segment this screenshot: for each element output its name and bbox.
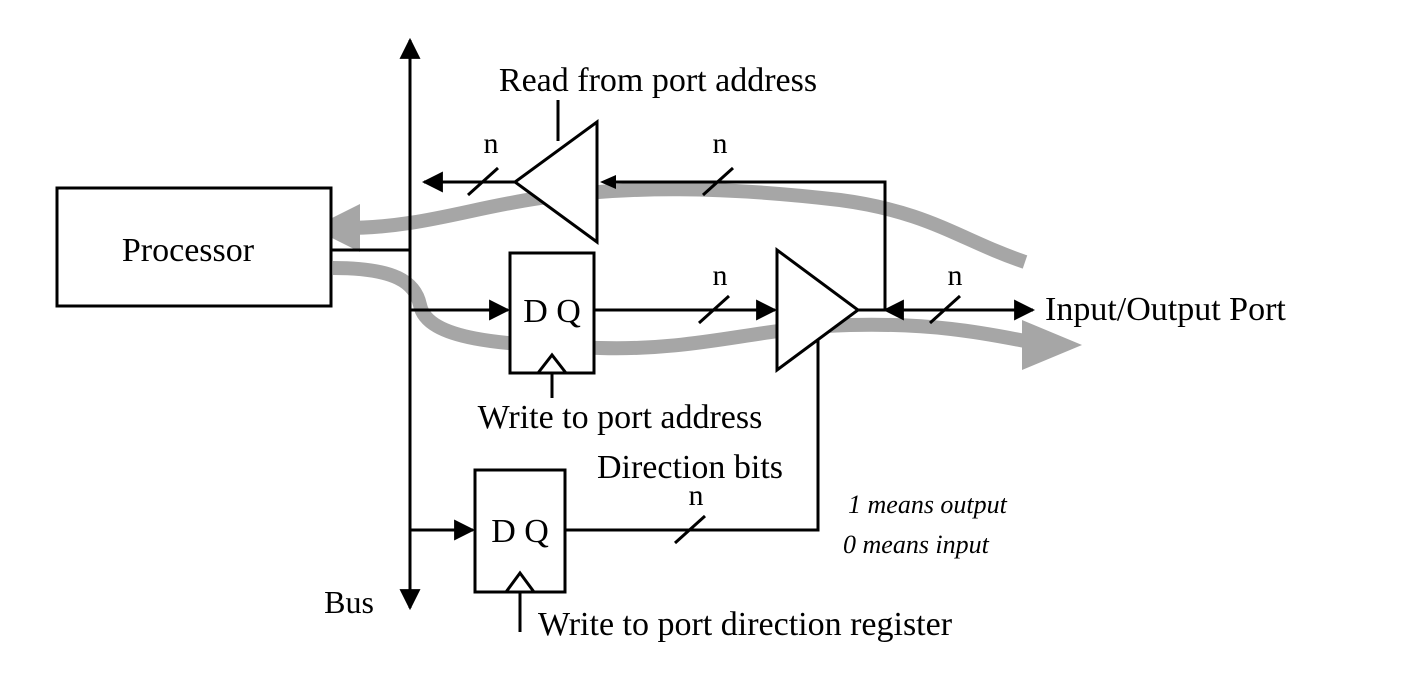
note-input: 0 means input	[843, 530, 990, 559]
processor-label: Processor	[122, 232, 255, 269]
direction-latch-clock-marker	[504, 570, 536, 593]
read-port-label: Read from port address	[499, 62, 817, 99]
write-width-label: n	[713, 259, 728, 292]
feedback-arrowhead	[600, 175, 616, 189]
read-buffer	[512, 119, 599, 245]
direction-latch-dq-label: D Q	[491, 513, 549, 550]
write-direction-label: Write to port direction register	[538, 606, 953, 643]
direction-bits-label: Direction bits	[597, 449, 783, 486]
feedback-width-label: n	[713, 127, 728, 160]
write-flow-arrow	[332, 261, 1082, 370]
direction-control-wire	[565, 340, 820, 532]
feedback-width-slash	[701, 166, 735, 197]
port-width-slash	[928, 294, 962, 325]
read-width-label: n	[484, 127, 499, 160]
port-feedback-wire	[612, 180, 887, 310]
processor-box	[55, 186, 333, 308]
bus-label: Bus	[324, 584, 374, 620]
data-latch-dq-label: D Q	[523, 293, 581, 330]
direction-width-slash	[673, 514, 707, 545]
port-width-label: n	[948, 259, 963, 292]
data-latch-clock-marker	[536, 352, 568, 374]
note-output: 1 means output	[848, 490, 1008, 519]
read-flow-arrow	[312, 182, 1028, 269]
write-port-label: Write to port address	[478, 399, 763, 436]
direction-width-label: n	[689, 479, 704, 512]
read-width-slash	[466, 166, 500, 197]
io-port-label: Input/Output Port	[1045, 291, 1286, 328]
write-width-slash	[697, 294, 731, 325]
